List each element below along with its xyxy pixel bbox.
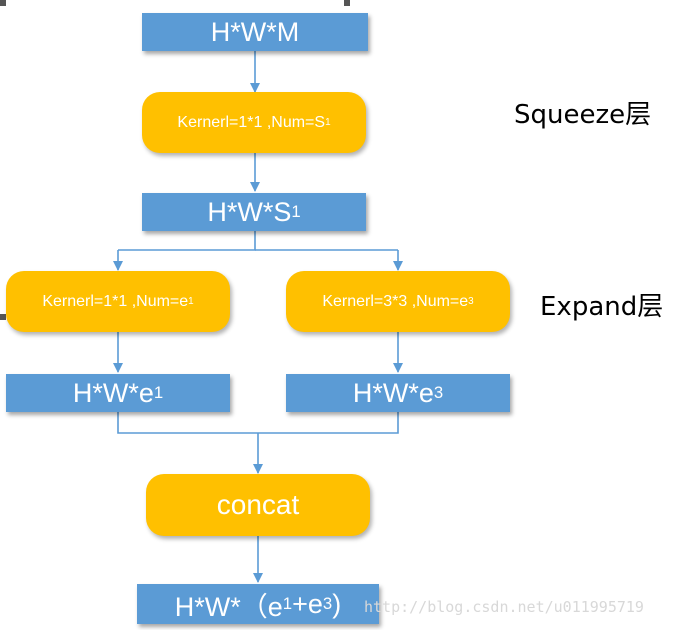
squeeze-conv-label: Kernerl=1*1 ,Num=S [177,113,326,131]
squeeze-layer-label: Squeeze层 [514,100,652,130]
expand-output-3x3-subscript: 3 [433,383,444,402]
squeeze-output-label: H*W*S [207,196,292,227]
squeeze-output-subscript: 1 [291,202,301,221]
expand-conv-1x1-label: Kernerl=1*1 ,Num=e [42,292,189,310]
final-output-suffix: ) [332,588,342,619]
watermark-text: http://blog.csdn.net/u011995719 [364,598,644,616]
final-output-subscript-1: 1 [282,594,293,613]
corner-mark-top-right [344,0,350,6]
expand-conv-3x3-label: Kernerl=3*3 ,Num=e [322,292,469,310]
expand-conv-3x3-subscript: 3 [468,296,474,307]
expand-conv-1x1-subscript: 1 [188,296,194,307]
expand-layer-label: Expand层 [540,292,664,322]
final-output-subscript-2: 3 [322,594,333,613]
input-node: H*W*M [142,13,368,51]
squeeze-conv-subscript: 1 [325,117,331,128]
edge-merge [117,412,399,434]
corner-mark-top-left [0,0,6,6]
final-output-prefix: H*W*（e [174,591,283,622]
input-node-label: H*W*M [210,16,300,47]
concat-label: concat [216,489,300,520]
expand-output-1x1-label: H*W*e [72,377,154,408]
final-output-mid: +e [292,588,323,619]
expand-output-3x3-label: H*W*e [352,377,434,408]
expand-output-1x1-subscript: 1 [153,383,164,402]
edge-split [118,231,256,251]
concat-node: concat [146,474,370,536]
corner-mark-left-mid [0,314,6,320]
